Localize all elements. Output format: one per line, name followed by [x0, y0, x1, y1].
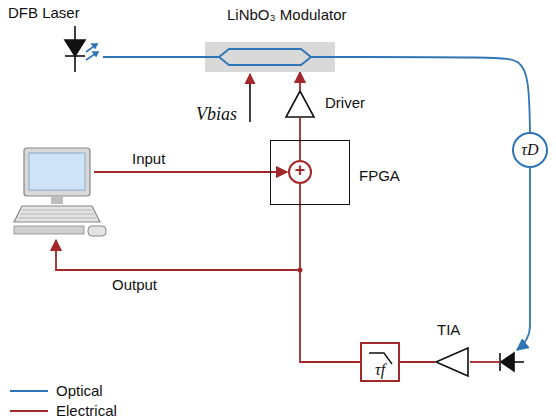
node-text: τf	[375, 360, 385, 380]
node-text: τD	[521, 140, 538, 159]
output-label: Output	[112, 276, 157, 294]
fiber-to-photodiode	[517, 168, 530, 350]
node-text: +	[290, 160, 310, 182]
tia-amplifier: TIA	[435, 347, 469, 377]
bias-arrow	[249, 74, 251, 122]
node-text: Driver	[325, 94, 365, 112]
node-text: LiNbO₃ Modulator	[227, 6, 347, 24]
node-text: FPGA	[359, 167, 400, 185]
electrical-wire	[299, 72, 301, 90]
output-wire	[56, 240, 300, 270]
modulator-box: LiNbO₃ Modulator	[205, 42, 335, 72]
node-text: DFB Laser	[8, 4, 80, 22]
legend-electrical-sample	[10, 410, 48, 412]
driver-amplifier: Driver	[285, 90, 315, 118]
electrical-wire	[300, 184, 360, 362]
legend-entry: Optical	[56, 382, 103, 400]
legend-entry: Electrical	[56, 402, 117, 419]
node-text: TIA	[437, 321, 460, 339]
modulator-box-outline	[205, 42, 335, 72]
legend-optical-sample	[10, 390, 48, 392]
input-wire	[94, 171, 287, 173]
laser-node: DFB Laser	[8, 2, 103, 112]
input-label: Input	[132, 150, 165, 168]
optical-fiber	[103, 56, 205, 58]
tia-amplifier-outline	[435, 347, 469, 377]
fpga-box: FPGA+	[270, 140, 350, 205]
bias-voltage-label: Vbias	[196, 104, 237, 126]
computer-icon	[14, 148, 106, 236]
electrical-wire	[299, 118, 301, 160]
photodiode-symbol	[500, 353, 524, 371]
driver-amplifier-outline	[285, 90, 315, 118]
summing-junction: +	[288, 160, 312, 184]
electrical-wire	[400, 361, 435, 363]
lowpass-filter: τf	[360, 342, 400, 382]
photodiode-wire	[470, 361, 500, 363]
delay-circle: τD	[512, 132, 548, 168]
laser-diode-symbol	[65, 26, 98, 72]
